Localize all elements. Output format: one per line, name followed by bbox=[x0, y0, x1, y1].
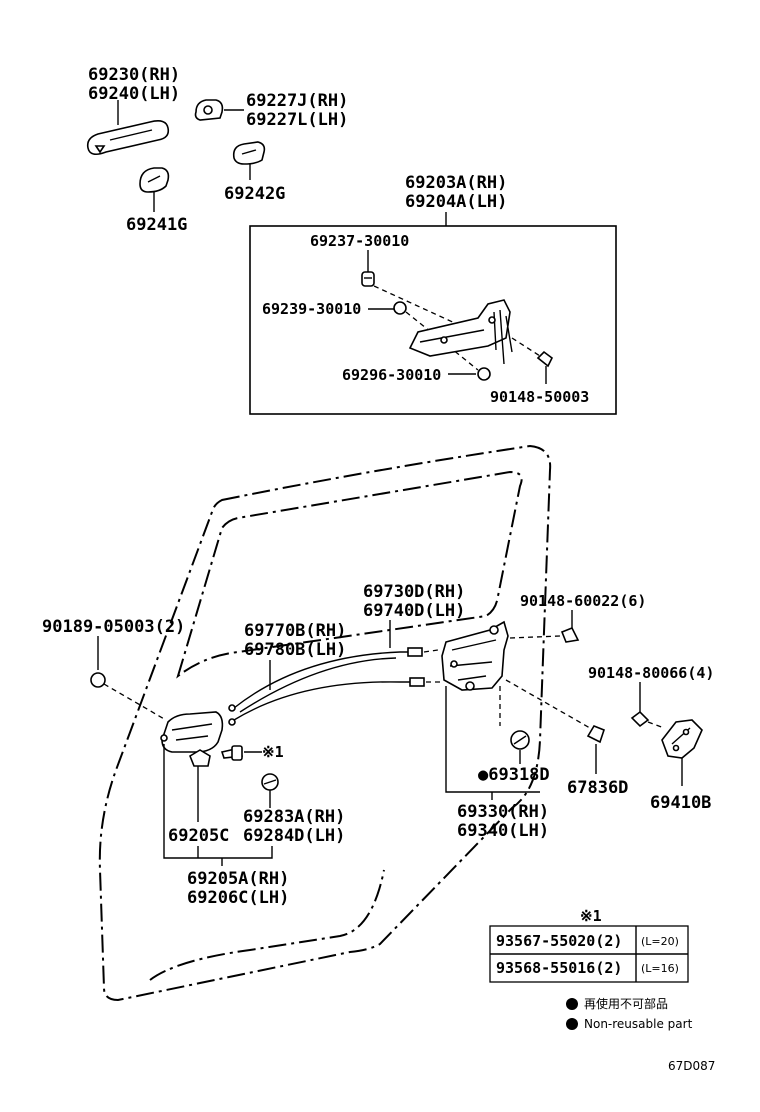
cap-69283A bbox=[261, 773, 279, 791]
label-69203A: 69203A(RH) bbox=[405, 173, 507, 193]
bracket-69205A bbox=[197, 846, 223, 866]
label-69239: 69239-30010 bbox=[262, 300, 361, 318]
label-69770B: 69770B(RH) bbox=[244, 621, 346, 641]
screw-90148-80066 bbox=[630, 710, 650, 728]
dashed-guide bbox=[505, 679, 591, 729]
striker-69410B bbox=[661, 719, 703, 759]
label-69740D: 69740D(LH) bbox=[363, 601, 465, 621]
screw-90148-50003 bbox=[536, 350, 554, 368]
outside-handle-69230 bbox=[86, 120, 170, 156]
diagram-code: 67D087 bbox=[668, 1059, 715, 1073]
dashed-guide bbox=[423, 649, 439, 653]
label-90148-60022: 90148-60022(6) bbox=[520, 592, 646, 610]
label-69284D: 69284D(LH) bbox=[243, 826, 345, 846]
legend-jp: 再使用不可部品 bbox=[584, 996, 668, 1011]
gasket-69241G bbox=[139, 167, 170, 193]
non-reusable-bullet-icon bbox=[566, 1018, 578, 1030]
label-69237: 69237-30010 bbox=[310, 232, 409, 250]
note-table-title: ※1 bbox=[580, 907, 602, 925]
cover-69318D bbox=[510, 730, 530, 750]
bracket-69330 bbox=[445, 686, 540, 793]
screw-note1 bbox=[220, 745, 243, 761]
label-90148-50003: 90148-50003 bbox=[490, 388, 589, 406]
door-lock-69330 bbox=[441, 620, 509, 691]
grommet-67836D bbox=[586, 725, 605, 744]
bracket-69205A bbox=[163, 744, 273, 859]
label-67836D: 67836D bbox=[567, 778, 628, 798]
gasket-69242G bbox=[232, 141, 266, 165]
label-note1: ※1 bbox=[262, 743, 284, 761]
note-row-1-part: 93567-55020(2) bbox=[496, 932, 622, 950]
label-69242G: 69242G bbox=[224, 184, 285, 204]
label-69205C: 69205C bbox=[168, 826, 229, 846]
dashed-guide bbox=[103, 683, 167, 721]
bolt-69296 bbox=[477, 367, 491, 381]
assembly-box bbox=[249, 225, 617, 415]
label-69318D: ●69318D bbox=[478, 765, 550, 785]
label-69340: 69340(LH) bbox=[457, 821, 549, 841]
non-reusable-bullet-icon bbox=[566, 998, 578, 1010]
door-inner-outline bbox=[149, 869, 385, 981]
label-69240: 69240(LH) bbox=[88, 84, 180, 104]
label-90189: 90189-05003(2) bbox=[42, 617, 185, 637]
inside-handle-69205A bbox=[160, 711, 224, 753]
lock-cables bbox=[228, 647, 425, 726]
clip-90189 bbox=[90, 672, 106, 688]
dashed-guide bbox=[511, 337, 541, 357]
label-69206C: 69206C(LH) bbox=[187, 888, 289, 908]
screw-90148-60022 bbox=[560, 626, 580, 643]
door-window-outline bbox=[176, 470, 523, 679]
label-69204A: 69204A(LH) bbox=[405, 192, 507, 212]
label-69730D: 69730D(RH) bbox=[363, 582, 465, 602]
bezel-69205C bbox=[189, 749, 211, 767]
note-row-2-length: (L=16) bbox=[641, 962, 679, 975]
note-row-1-length: (L=20) bbox=[641, 935, 679, 948]
note-row-2-part: 93568-55016(2) bbox=[496, 959, 622, 977]
grommet-69237 bbox=[361, 271, 375, 287]
label-69410B: 69410B bbox=[650, 793, 711, 813]
handle-cap-69227 bbox=[194, 99, 224, 121]
door-outline bbox=[98, 444, 552, 1002]
dashed-guide bbox=[647, 721, 665, 729]
label-69330: 69330(RH) bbox=[457, 802, 549, 822]
label-69241G: 69241G bbox=[126, 215, 187, 235]
handle-frame-69203A bbox=[408, 299, 513, 365]
clip-69239 bbox=[393, 301, 407, 315]
dashed-guide bbox=[509, 635, 561, 639]
label-90148-80066: 90148-80066(4) bbox=[588, 664, 714, 682]
label-69205A: 69205A(RH) bbox=[187, 869, 289, 889]
label-69296: 69296-30010 bbox=[342, 366, 441, 384]
label-69227L: 69227L(LH) bbox=[246, 110, 348, 130]
label-69230: 69230(RH) bbox=[88, 65, 180, 85]
label-69780B: 69780B(LH) bbox=[244, 640, 346, 660]
legend-en: Non-reusable part bbox=[584, 1017, 693, 1031]
note-table bbox=[489, 925, 689, 983]
label-69227J: 69227J(RH) bbox=[246, 91, 348, 111]
label-69283A: 69283A(RH) bbox=[243, 807, 345, 827]
